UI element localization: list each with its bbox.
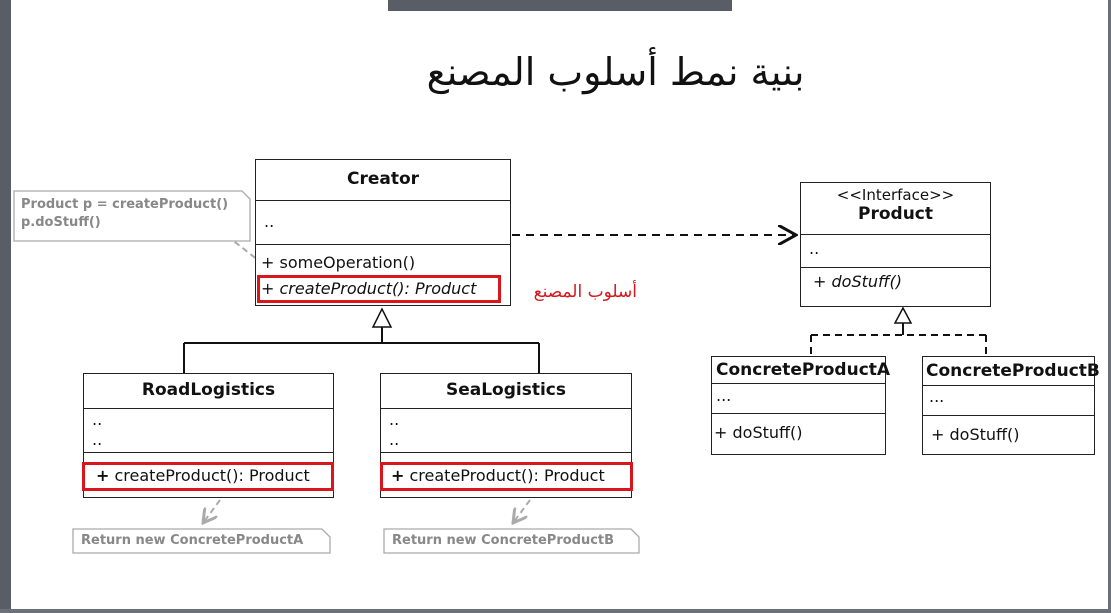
sea-logistics-class: SeaLogistics .. .. + createProduct(): Pr…	[380, 373, 632, 498]
road-note-box	[72, 528, 331, 554]
window-frame-right	[1108, 0, 1111, 613]
concrete-product-b-class: ConcreteProductB ... + doStuff()	[922, 356, 1100, 455]
concrete-product-a-do-stuff: + doStuff()	[714, 423, 803, 442]
creator-note-box	[13, 190, 251, 242]
window-frame-top	[388, 0, 732, 11]
product-stereotype: <<Interface>>	[836, 186, 955, 204]
creator-some-operation: + someOperation()	[261, 253, 416, 272]
product-do-stuff: + doStuff()	[813, 272, 903, 291]
sea-logistics-create-product: + createProduct(): Product	[381, 465, 631, 487]
road-logistics-name: RoadLogistics	[141, 380, 276, 400]
road-logistics-op-name: createProduct(): Product	[114, 466, 310, 485]
concrete-product-b-do-stuff: + doStuff()	[931, 425, 1020, 444]
creator-note-line2: p.doStuff()	[21, 215, 101, 230]
road-logistics-note: Return new ConcreteProductA	[81, 533, 304, 548]
sea-note-box	[383, 528, 640, 554]
road-create-product-highlight	[82, 462, 334, 491]
concrete-product-a-attribute: ...	[716, 386, 732, 405]
product-attribute: ..	[809, 239, 820, 258]
sea-logistics-attr-1: ..	[389, 410, 400, 429]
creator-note: Product p = createProduct() p.doStuff()	[21, 196, 228, 232]
creator-note-line1: Product p = createProduct()	[21, 197, 229, 212]
road-logistics-create-product: + createProduct(): Product	[84, 465, 333, 487]
slide-title: بنية نمط أسلوب المصنع	[426, 50, 805, 94]
creator-create-product: + createProduct(): Product	[261, 279, 477, 298]
sea-logistics-note: Return new ConcreteProductB	[392, 533, 615, 548]
sea-logistics-op-prefix: +	[391, 466, 405, 485]
factory-method-highlight	[257, 275, 501, 303]
inheritance-connector-creator	[183, 307, 540, 373]
creator-attribute: ..	[264, 212, 275, 231]
sea-logistics-attr-2: ..	[389, 430, 400, 449]
sea-logistics-name: SeaLogistics	[445, 380, 567, 400]
window-frame-bottom	[0, 609, 1111, 613]
creator-class-name: Creator	[346, 169, 420, 189]
road-logistics-attr-1: ..	[92, 410, 103, 429]
creator-class: Creator .. + someOperation() + createPro…	[255, 159, 511, 306]
road-logistics-op-prefix: +	[96, 466, 110, 485]
concrete-product-a-name: ConcreteProductA	[716, 360, 891, 380]
road-logistics-attr-2: ..	[92, 430, 103, 449]
realization-connector-product	[810, 306, 987, 356]
sea-note-link	[513, 499, 531, 523]
concrete-product-a-class: ConcreteProductA ... + doStuff()	[711, 356, 891, 455]
road-logistics-class: RoadLogistics .. .. + createProduct(): P…	[83, 373, 334, 498]
concrete-product-b-attribute: ...	[929, 387, 945, 406]
product-interface: <<Interface>> Product .. + doStuff()	[800, 182, 991, 307]
window-frame-left	[0, 0, 11, 613]
sea-logistics-op-name: createProduct(): Product	[409, 466, 605, 485]
sea-create-product-highlight	[380, 462, 633, 491]
road-note-link	[203, 499, 221, 523]
concrete-product-b-name: ConcreteProductB	[926, 361, 1100, 381]
product-name: Product	[858, 204, 933, 224]
factory-method-label: أسلوب المصنع	[533, 282, 637, 302]
